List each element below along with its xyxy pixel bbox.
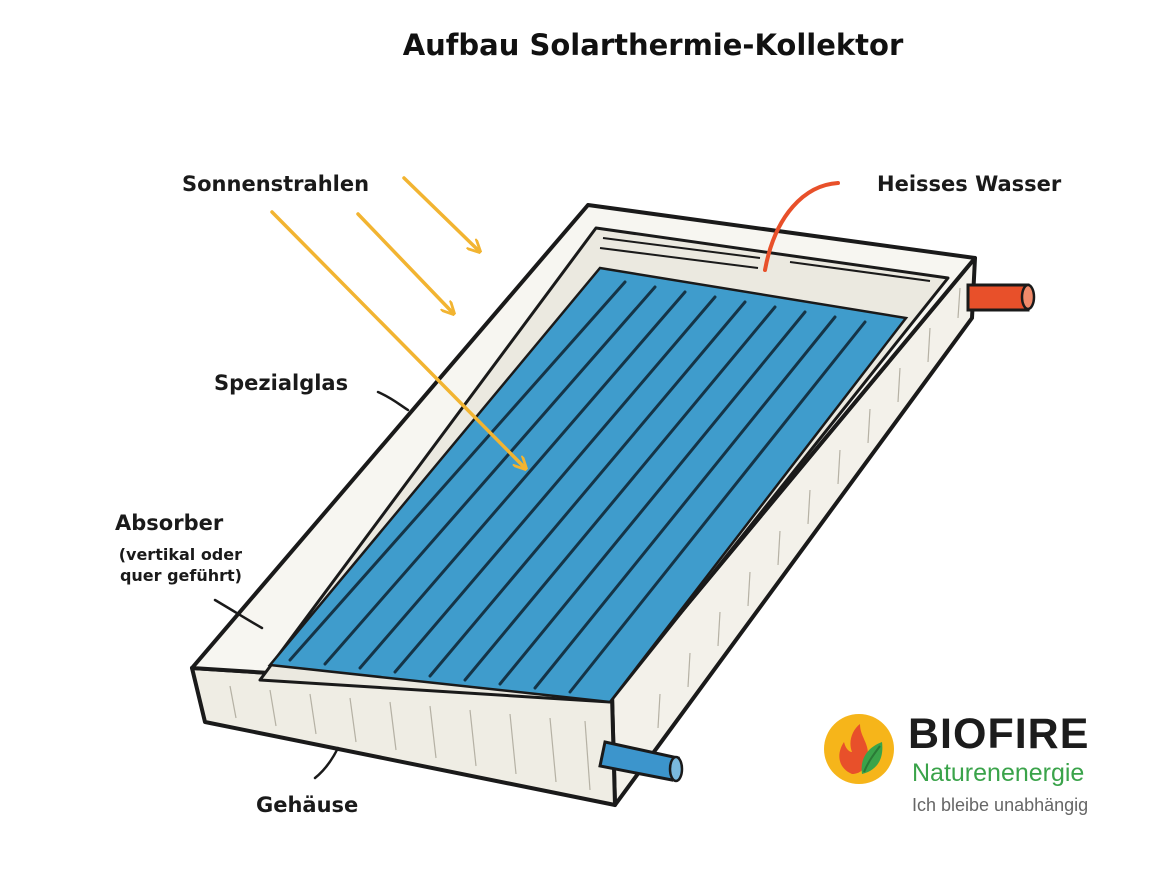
housing-front-hatching: [229, 685, 591, 791]
absorber-label: Absorber: [115, 511, 224, 535]
hot-water-indicator: [763, 181, 840, 272]
hot-water-label: Heisses Wasser: [877, 172, 1062, 196]
sunrays-label: Sonnenstrahlen: [182, 172, 370, 196]
glass-label: Spezialglas: [214, 371, 349, 395]
housing-right-hatching: [657, 287, 961, 729]
biofire-logo-icon: [824, 714, 894, 784]
cold-water-pipe: [598, 740, 684, 783]
absorber-plate: [267, 266, 909, 704]
glass-edge-lines: [599, 237, 931, 282]
housing-label: Gehäuse: [256, 793, 359, 817]
hot-water-pipe: [966, 283, 1036, 312]
page-title: Aufbau Solarthermie-Kollektor: [402, 28, 904, 62]
logo-tagline: Ich bleibe unabhängig: [912, 795, 1089, 815]
sunray-arrows: [270, 176, 524, 467]
absorber-tubes: [288, 280, 867, 694]
leader-lines: [213, 390, 410, 780]
logo-name: BIOFIRE: [908, 710, 1090, 758]
absorber-note-line1: (vertikal oder: [118, 545, 242, 564]
absorber-note-line2: quer geführt): [119, 566, 242, 585]
logo-subtitle: Naturenenergie: [912, 759, 1085, 787]
